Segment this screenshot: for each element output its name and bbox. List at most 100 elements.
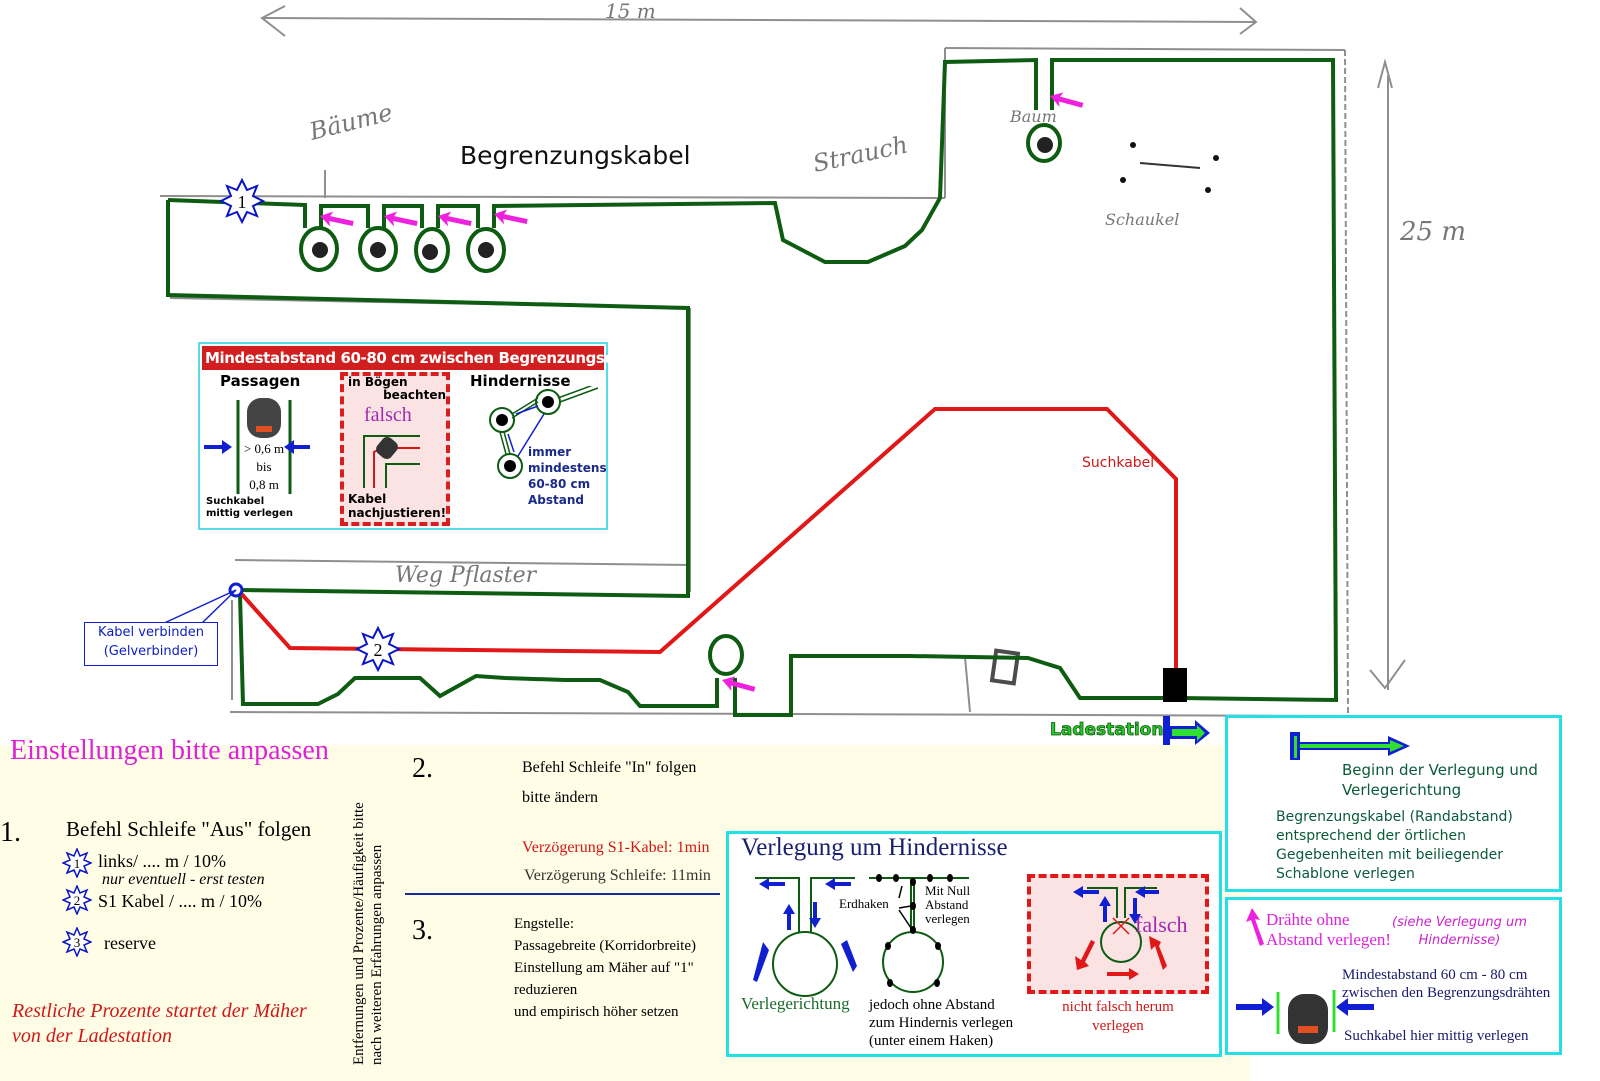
min-dist-1: Mindestabstand 60 cm - 80 cm bbox=[1342, 967, 1528, 983]
zero-gap-1: Mit Null bbox=[925, 883, 971, 898]
obstacles-illustration bbox=[489, 386, 599, 479]
label-path: Weg Pflaster bbox=[395, 563, 538, 588]
section1-items: 1 links/ .... m / 10% nur eventuell - er… bbox=[61, 847, 362, 958]
passage-illustration bbox=[204, 398, 310, 494]
section3-line: und empirisch höher setzen bbox=[514, 1004, 679, 1020]
vertical-note: Entfernungen und Prozente/Häufigkeit bit… bbox=[350, 802, 386, 1065]
mower-spacing-illustration bbox=[1236, 990, 1374, 1044]
hook-caption-1: jedoch ohne Abstand bbox=[869, 997, 995, 1013]
star-3-icon: 3 bbox=[61, 926, 93, 962]
section3-text: Engstelle: Passagebreite (Korridorbreite… bbox=[514, 913, 696, 1023]
mower-icon bbox=[376, 437, 398, 459]
direction-label: Verlegerichtung bbox=[741, 994, 850, 1013]
settings-title: Einstellungen bitte anpassen bbox=[10, 735, 329, 766]
section3-line: Einstellung am Mäher auf "1" bbox=[514, 960, 694, 976]
no-gap-2: Abstand verlegen! bbox=[1266, 930, 1392, 949]
setting-item: 3 reserve bbox=[61, 926, 362, 958]
charging-station bbox=[1163, 668, 1187, 702]
legend-start-1: Beginn der Verlegung und bbox=[1342, 761, 1538, 779]
obstacles-note-1: immer bbox=[528, 445, 572, 459]
wrong-example-box: falsch bbox=[1027, 874, 1209, 994]
wrong-caption: nicht falsch herum verlegen bbox=[1027, 998, 1209, 1036]
curves-note: Kabel nachjustieren! bbox=[348, 492, 446, 520]
arrow-right-icon bbox=[204, 440, 232, 454]
garden-map: 15 m 25 m Bäume Strauch Baum Schaukel We… bbox=[159, 0, 1466, 745]
obstacle-guide-title: Verlegung um Hindernisse bbox=[741, 834, 1008, 861]
section1-number: 1. bbox=[0, 817, 21, 848]
passage-note-1: Suchkabel bbox=[206, 496, 265, 507]
callout-line-2: (Gelverbinder) bbox=[103, 644, 199, 659]
wrong-label: falsch bbox=[1135, 912, 1188, 937]
magenta-arrow-icon bbox=[1246, 908, 1264, 946]
curves-note-2: nachjustieren! bbox=[348, 506, 447, 520]
obstacle-guide-illustration bbox=[753, 874, 969, 997]
see-ref-1: (siehe Verlegung um bbox=[1392, 915, 1527, 930]
section3-line: Passagebreite (Korridorbreite) bbox=[514, 938, 697, 954]
curves-heading-2: beachten bbox=[383, 388, 446, 402]
label-tree: Baum bbox=[1009, 107, 1057, 126]
section1-footer: Restliche Prozente startet der Mäher von… bbox=[12, 999, 307, 1049]
curves-heading-1: in Bögen bbox=[348, 375, 408, 389]
connector-callout: Kabel verbinden (Gelverbinder) bbox=[84, 622, 218, 666]
delay-s1-cable: Verzögerung S1-Kabel: 1min bbox=[522, 839, 710, 856]
zero-gap-3: verlegen bbox=[925, 911, 970, 926]
passage-note: Suchkabel mittig verlegen bbox=[206, 496, 293, 520]
no-gap-1: Drähte ohne bbox=[1266, 910, 1350, 929]
star-marker-2: 2 bbox=[354, 625, 402, 673]
hook-caption: jedoch ohne Abstand zum Hindernis verleg… bbox=[869, 996, 1013, 1050]
legend-box: Beginn der Verlegung und Verlegerichtung… bbox=[1225, 715, 1562, 892]
see-ref-2: Hindernisse) bbox=[1418, 933, 1501, 948]
start-direction-icon bbox=[1163, 716, 1210, 745]
legend-start-text: Beginn der Verlegung und Verlegerichtung bbox=[1342, 760, 1538, 800]
wrong-caption-1: nicht falsch herum bbox=[1062, 999, 1174, 1015]
obstacles-note-3: 60-80 cm bbox=[528, 477, 591, 491]
section2-text: Befehl Schleife "In" folgen bitte ändern bbox=[522, 753, 696, 813]
legend-boundary-text: Begrenzungskabel (Randabstand) entsprech… bbox=[1276, 808, 1513, 884]
curves-wrong-label: falsch bbox=[364, 404, 412, 426]
footer-line-2: von der Ladestation bbox=[12, 1025, 172, 1047]
guide-cable bbox=[236, 407, 1178, 680]
vertical-note-1: Entfernungen und Prozente/Häufigkeit bit… bbox=[351, 802, 367, 1065]
hook-caption-2: zum Hindernis verlegen bbox=[869, 1015, 1014, 1031]
marker-arrows bbox=[320, 92, 1084, 692]
star-2-icon: 2 bbox=[61, 884, 93, 920]
setting-item: 1 links/ .... m / 10% bbox=[61, 847, 362, 879]
setting-item-subtext: nur eventuell - erst testen bbox=[102, 871, 265, 888]
zero-gap-2: Abstand bbox=[925, 897, 969, 912]
setting-item: 2 S1 Kabel / .... m / 10% bbox=[61, 884, 362, 931]
obstacles-note: immer mindestens 60-80 cm Abstand bbox=[528, 444, 607, 508]
svg-text:2: 2 bbox=[74, 893, 81, 908]
svg-text:1: 1 bbox=[74, 856, 81, 871]
obstacles-note-4: Abstand bbox=[528, 493, 584, 507]
measure-min: > 0,6 m bbox=[243, 441, 285, 456]
section2-number: 2. bbox=[412, 753, 433, 784]
tree-trunks bbox=[312, 137, 1053, 260]
passagen-heading: Passagen bbox=[220, 372, 301, 390]
curves-warning-box: in Bögen beachten falsch Kabel nachjusti… bbox=[340, 372, 450, 526]
tips-title: Mindestabstand 60-80 cm zwischen Begrenz… bbox=[202, 346, 669, 370]
passage-note-2: mittig verlegen bbox=[206, 508, 293, 519]
legend-boundary-3: Gegebenheiten mit beiliegender bbox=[1276, 847, 1504, 863]
vertical-note-2: nach weiteren Erfahrungen anpassen bbox=[369, 844, 385, 1065]
section3-number: 3. bbox=[412, 915, 433, 946]
no-gap-text: Drähte ohne Abstand verlegen! bbox=[1266, 910, 1391, 950]
setting-item-text: reserve bbox=[104, 933, 156, 953]
legend-boundary-4: Schablone verlegen bbox=[1276, 866, 1415, 882]
charging-station-label: Ladestation bbox=[1050, 720, 1163, 740]
dim-label-top: 15 m bbox=[605, 0, 656, 23]
legend-boundary-1: Begrenzungskabel (Randabstand) bbox=[1276, 809, 1513, 825]
see-reference: (siehe Verlegung um Hindernisse) bbox=[1392, 914, 1527, 950]
measure-sep: bis bbox=[256, 459, 272, 474]
dimension-line-top bbox=[261, 17, 1257, 23]
footer-line-1: Restliche Prozente startet der Mäher bbox=[12, 1000, 307, 1022]
obstacles-note-2: mindestens bbox=[528, 461, 607, 475]
ground-hook-icons bbox=[876, 874, 953, 987]
setting-item-text: links/ .... m / 10% bbox=[98, 851, 227, 871]
svg-text:2: 2 bbox=[374, 640, 383, 660]
min-distance-text: Mindestabstand 60 cm - 80 cm zwischen de… bbox=[1342, 966, 1550, 1002]
section3-line: Engstelle: bbox=[514, 916, 574, 932]
min-dist-2: zwischen den Begrenzungsdrähten bbox=[1342, 985, 1551, 1001]
passage-measure: > 0,6 m bis 0,8 m bbox=[236, 440, 292, 494]
star-marker-1: 1 bbox=[218, 177, 266, 225]
